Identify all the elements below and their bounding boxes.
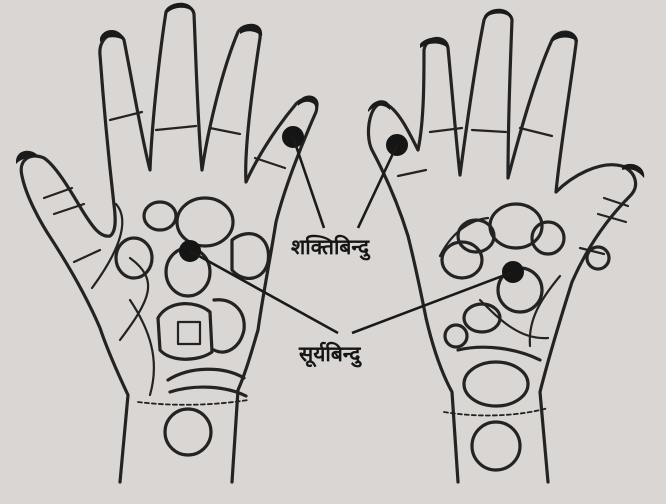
shakti-bindu-label: शक्तिबिन्दु — [289, 233, 371, 261]
surya-bindu-label: सूर्यबिन्दु — [297, 340, 362, 368]
left-hand — [21, 5, 316, 482]
right-hand — [368, 11, 635, 482]
fingernails — [16, 3, 644, 178]
